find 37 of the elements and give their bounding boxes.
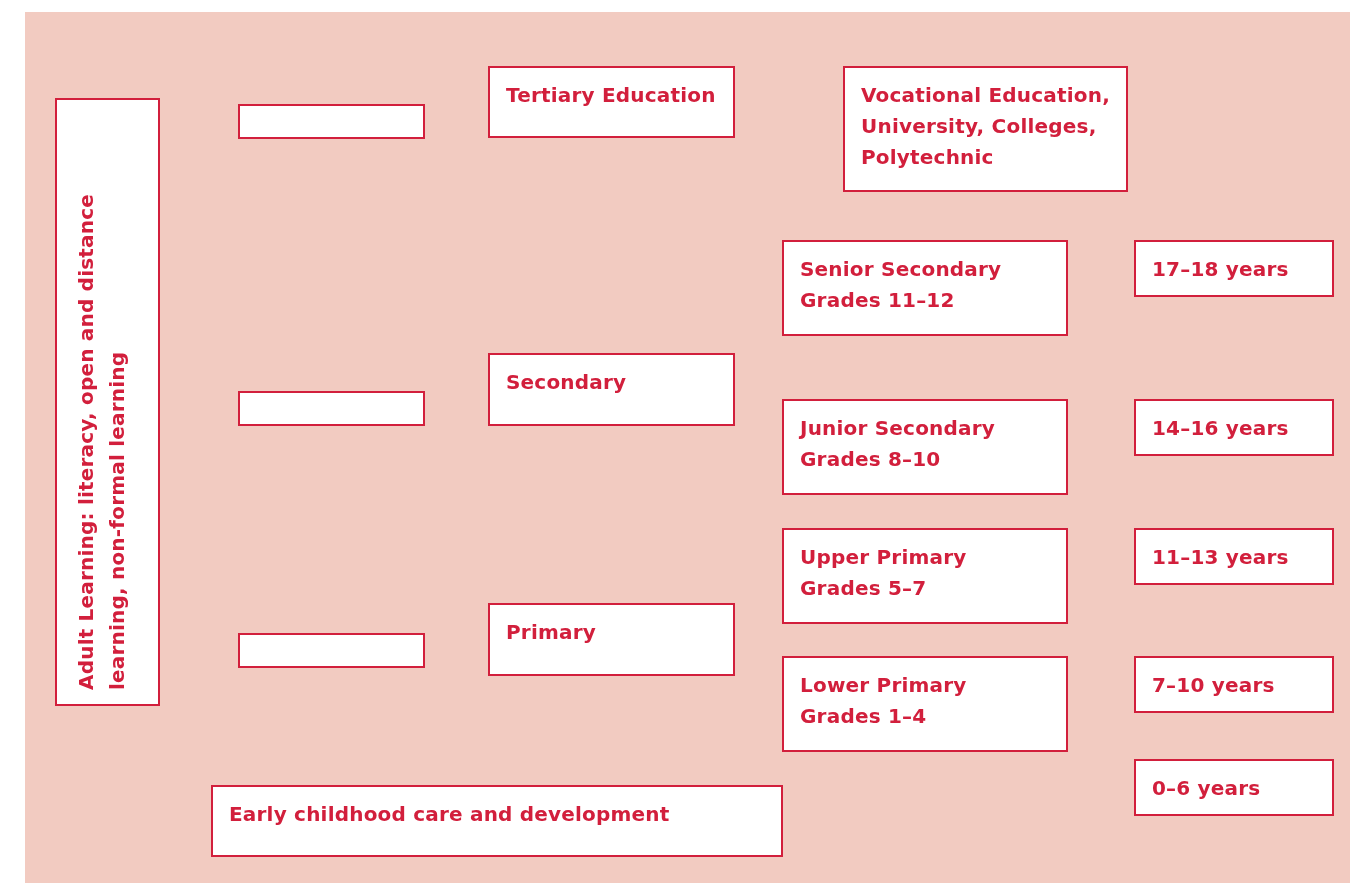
box-label: 14–16 years xyxy=(1152,415,1290,442)
empty-box xyxy=(238,633,425,668)
text-box xyxy=(1134,656,1334,713)
box-label: 17–18 years xyxy=(1152,256,1290,283)
text-box xyxy=(488,353,735,426)
text-box xyxy=(1134,240,1334,297)
text-box xyxy=(782,399,1068,495)
box-label: Upper Primary xyxy=(800,544,968,571)
text-box xyxy=(782,528,1068,624)
box-label: Primary xyxy=(506,619,597,646)
box-label: Senior Secondary xyxy=(800,256,1003,283)
box-label: 7–10 years xyxy=(1152,672,1276,699)
box-sublabel: Grades 8–10 xyxy=(800,446,942,473)
box-label: Junior Secondary xyxy=(800,415,997,442)
vertical-text-box xyxy=(55,98,160,706)
box-label: 0–6 years xyxy=(1152,775,1262,802)
box-label: Lower Primary xyxy=(800,672,968,699)
empty-box xyxy=(238,104,425,139)
text-box xyxy=(782,656,1068,752)
box-sublabel: Grades 11–12 xyxy=(800,287,956,314)
text-box xyxy=(488,66,735,138)
box-label: Vocational Education, University, Colleges, Polytechnic xyxy=(861,82,1110,171)
box-label: Early childhood care and development xyxy=(229,801,671,828)
text-box xyxy=(211,785,783,857)
text-box xyxy=(843,66,1128,192)
empty-box xyxy=(238,391,425,426)
box-label: 11–13 years xyxy=(1152,544,1290,571)
box-label: Secondary xyxy=(506,369,628,396)
box-sublabel: Grades 1–4 xyxy=(800,703,928,730)
box-label: Tertiary Education xyxy=(506,82,717,109)
text-box xyxy=(1134,528,1334,585)
text-box xyxy=(488,603,735,676)
box-label: Adult Learning: literacy, open and distance learning, non-formal learning xyxy=(73,193,130,690)
text-box xyxy=(782,240,1068,336)
box-sublabel: Grades 5–7 xyxy=(800,575,928,602)
text-box xyxy=(1134,399,1334,456)
text-box xyxy=(1134,759,1334,816)
